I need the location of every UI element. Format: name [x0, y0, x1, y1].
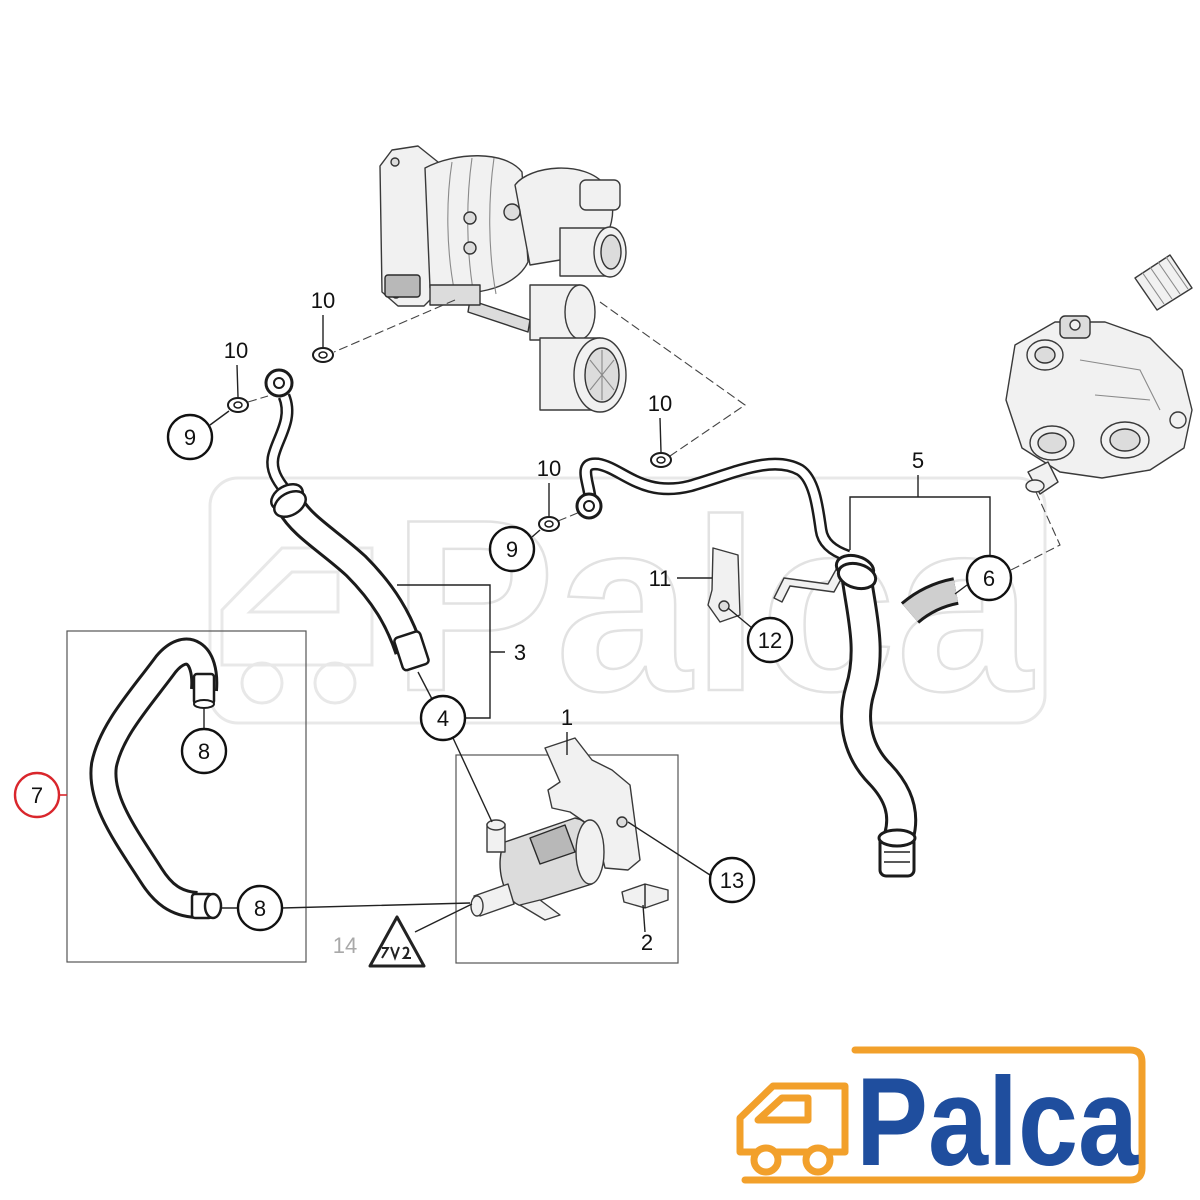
callouts: 10 10 10 10 9 9 5 6 11 12 3 4 1 13 2 8 8… — [13, 288, 1013, 968]
thermostat-housing-icon — [1005, 254, 1193, 495]
callout-circle-8-a — [180, 727, 228, 775]
callout-circle-9-a — [166, 413, 214, 461]
callout-10-c: 10 — [648, 391, 672, 416]
callout-14: 14 — [333, 933, 357, 958]
callout-circle-13 — [708, 856, 756, 904]
callout-10-a: 10 — [311, 288, 335, 313]
callout-12: 12 — [758, 628, 782, 653]
pump-bracket — [544, 737, 641, 871]
callout-11: 11 — [649, 566, 672, 591]
callout-circle-6 — [965, 554, 1013, 602]
callout-7: 7 — [31, 783, 43, 808]
truck-icon — [736, 1082, 849, 1176]
bracket-11 — [707, 547, 741, 623]
callout-10-d: 10 — [537, 456, 561, 481]
callout-2: 2 — [641, 930, 653, 955]
callout-5: 5 — [912, 448, 924, 473]
callout-9-a: 9 — [184, 425, 196, 450]
hose-7 — [103, 652, 223, 920]
callout-circle-7-highlighted — [13, 771, 61, 819]
reference-dashes — [247, 299, 1061, 571]
callout-circle-4 — [419, 694, 467, 742]
callout-6: 6 — [983, 566, 995, 591]
sealing-washers — [227, 347, 672, 532]
water-pump-icon — [470, 737, 641, 921]
hose-end-cuff — [393, 630, 430, 672]
logo-text: Palca — [856, 1053, 1139, 1192]
triangle-symbol-icon — [368, 915, 426, 968]
hose-3 — [264, 368, 430, 672]
pump-connector — [529, 824, 576, 865]
logo-frame — [741, 1046, 1146, 1184]
turbocharger-icon — [379, 145, 627, 413]
hose-5 — [575, 464, 915, 878]
callout-9-b: 9 — [506, 537, 518, 562]
callout-4: 4 — [437, 706, 449, 731]
callout-8-a: 8 — [198, 739, 210, 764]
brand-logo: Palca — [736, 1046, 1146, 1192]
leader-lines — [59, 315, 991, 933]
callout-10-b: 10 — [224, 338, 248, 363]
callout-circle-12 — [746, 616, 794, 664]
callout-13: 13 — [720, 868, 744, 893]
callout-3: 3 — [514, 640, 526, 665]
callout-8-b: 8 — [254, 896, 266, 921]
bracket-nut-12 — [718, 600, 730, 612]
group-box-7 — [66, 630, 307, 963]
callout-circle-9-b — [488, 525, 536, 573]
callout-1: 1 — [561, 705, 573, 730]
clip-2 — [621, 883, 669, 909]
callout-circle-8-b — [236, 884, 284, 932]
